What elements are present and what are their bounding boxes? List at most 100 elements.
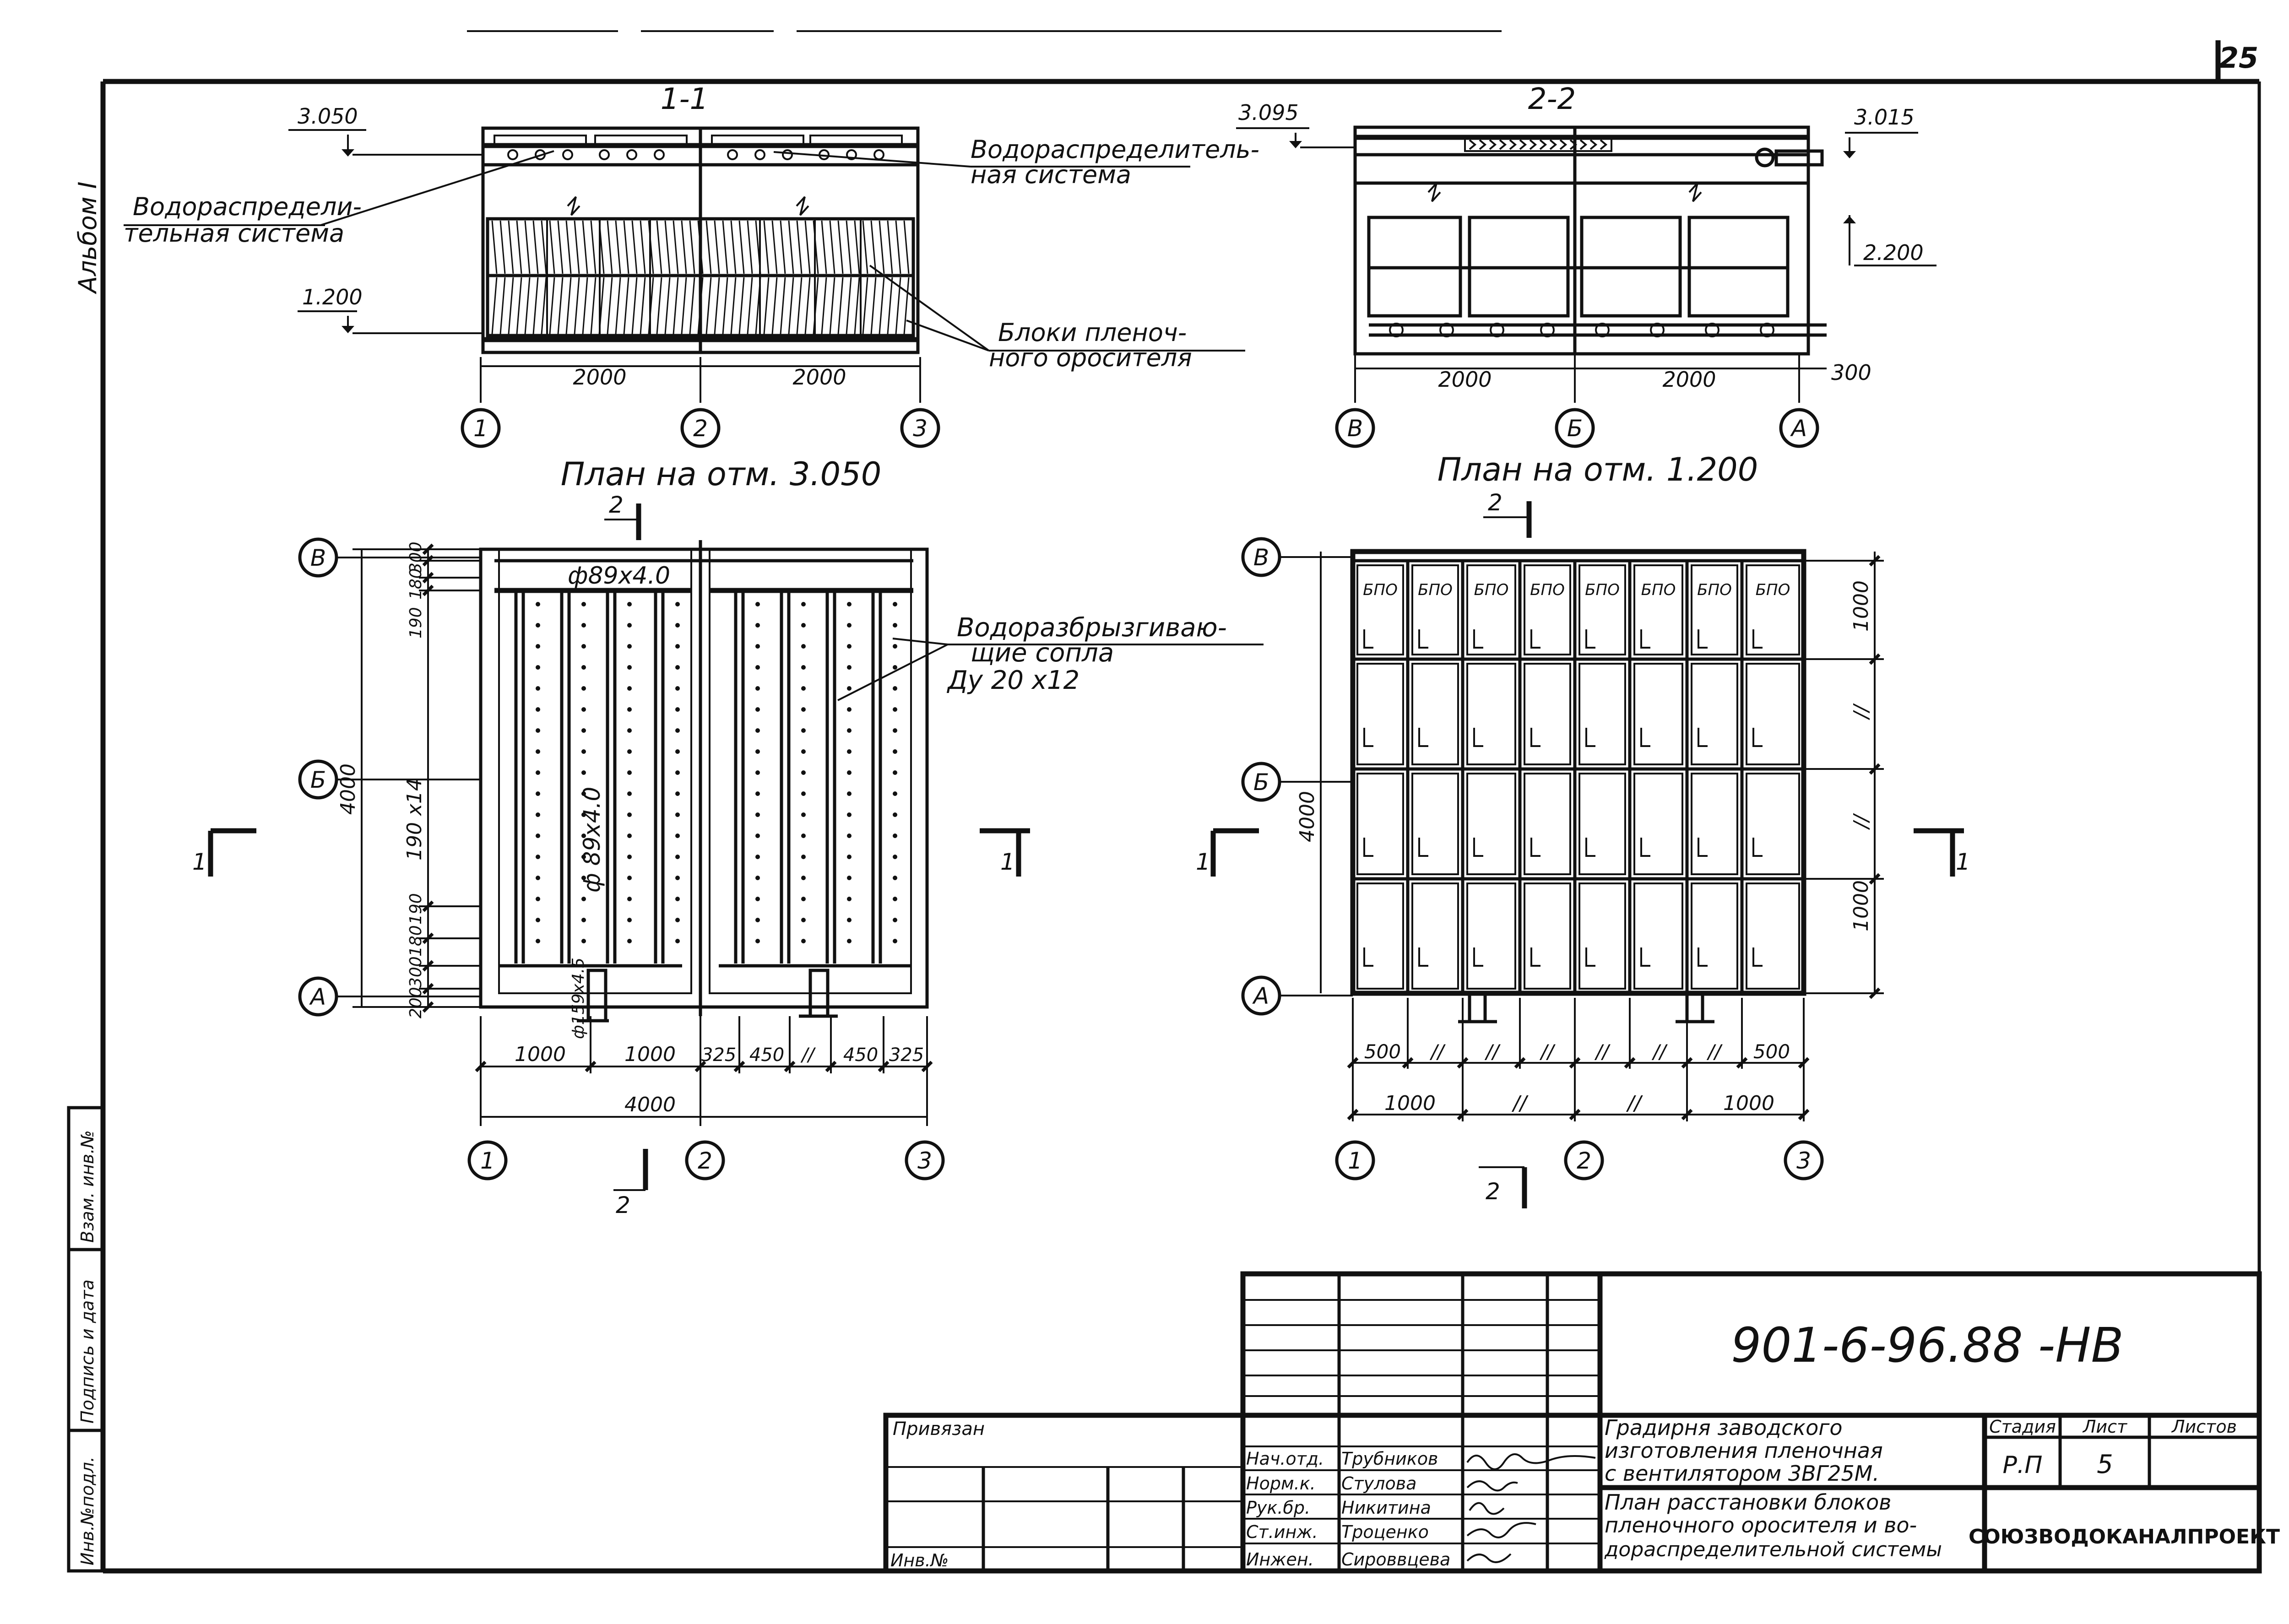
plan-1200-section-mark-top: 2 [1488, 489, 1502, 516]
film-block-hatch [887, 277, 893, 335]
film-block-hatch [541, 277, 547, 335]
block-mark [1640, 838, 1650, 857]
nozzle-dot [755, 770, 760, 775]
nozzle-dot [893, 939, 897, 943]
plan-1200-bottom-small-3: // [1484, 1040, 1501, 1063]
block-mark [1752, 629, 1763, 649]
plan-3050-left-dim-4: 190 х14 [403, 778, 426, 861]
dimension-slash [1347, 1109, 1359, 1121]
block-mark [1418, 629, 1428, 649]
nozzle-dot [847, 791, 852, 796]
nozzle-dot [893, 644, 897, 649]
nozzle-dot [801, 918, 806, 922]
s11-callout-dist-right-2: ная система [971, 160, 1131, 189]
nozzle-dot [893, 707, 897, 712]
block-mark [1698, 838, 1708, 857]
block-mark [1530, 947, 1540, 967]
nozzle-dot [847, 770, 852, 775]
film-block [1411, 882, 1459, 990]
nozzle-mark [562, 149, 573, 160]
nozzle-dot [847, 644, 852, 649]
nozzle-dot [755, 918, 760, 922]
film-block-hatch [705, 220, 712, 274]
nozzle-mark [754, 149, 765, 160]
film-block [1524, 663, 1571, 765]
film-block-hatch [590, 277, 597, 335]
s11-elev-top: 3.050 [298, 104, 358, 129]
tb-sheet-title-1: План расстановки блоков [1605, 1490, 1891, 1515]
plan-1200-bottom-large-3: // [1626, 1092, 1643, 1115]
nozzle-dot [675, 602, 680, 606]
nozzle-dot [627, 939, 632, 943]
dimension-slash [1869, 555, 1881, 567]
nozzle-mark [782, 149, 793, 160]
film-block [1356, 882, 1404, 990]
film-block-hatch [565, 277, 572, 335]
nozzle-dot [627, 855, 632, 859]
chevron-mark [1489, 139, 1497, 150]
nozzle-dot [755, 897, 760, 901]
dimension-slash [1569, 1057, 1581, 1069]
plan-3050-bottom-dim-3: 325 [701, 1045, 736, 1066]
plan-3050-left-dim-6: 180 [407, 925, 425, 957]
film-block-hatch [788, 220, 794, 274]
tb-name-4: Троценко [1341, 1522, 1429, 1542]
film-block [1578, 773, 1626, 875]
plan-1200-row-axis-2: Б [1253, 769, 1269, 796]
film-block [1524, 882, 1571, 990]
plan-1200-title: План на отм. 1.200 [1437, 451, 1758, 488]
nozzle-dot [581, 876, 586, 880]
s22-dim-300: 300 [1831, 360, 1871, 385]
dimension-slash [422, 932, 434, 944]
chevron-mark [1499, 139, 1507, 150]
film-block-hatch [640, 277, 646, 335]
film-block [1633, 882, 1683, 990]
plan-1200-left-total: 4000 [1296, 791, 1319, 842]
plan-1200-right-dim-3: // [1850, 813, 1873, 830]
film-block [1691, 663, 1738, 765]
film-block-hatch [887, 220, 893, 274]
nozzle-dot [893, 834, 897, 838]
tb-name-2: Стулова [1341, 1473, 1416, 1494]
block-mark [1585, 838, 1595, 857]
nozzle-dot [536, 644, 540, 649]
film-block-hatch [705, 277, 712, 335]
dimension-slash [1457, 1057, 1469, 1069]
block-mark [1363, 629, 1373, 649]
dimension-slash [422, 960, 434, 972]
nozzle-dot [581, 686, 586, 691]
block-mark [1418, 838, 1428, 857]
film-block-hatch [623, 277, 629, 335]
plan-3050-pipe-top: ф89х4.0 [568, 562, 670, 590]
nozzle-dot [675, 791, 680, 796]
film-block-hatch [879, 277, 885, 335]
film-block-hatch [673, 220, 679, 274]
film-block-hatch [788, 277, 794, 335]
film-block [1466, 773, 1516, 875]
film-block-hatch [524, 220, 531, 274]
plan-3050-col-axis-1: 1 [480, 1148, 495, 1174]
nozzle-dot [581, 855, 586, 859]
nozzle-mark [873, 149, 884, 160]
nozzle-dot [893, 728, 897, 733]
film-block [1746, 882, 1800, 990]
tb-header-stage: Стадия [1989, 1417, 2056, 1437]
plan-1200-right-dim-4: 1000 [1850, 880, 1873, 931]
plan-1200-right-dim-1: 1000 [1850, 580, 1873, 632]
block-mark [1473, 728, 1483, 747]
s22-elev-mid: 2.200 [1863, 240, 1924, 265]
nozzle-dot [675, 644, 680, 649]
film-block [1356, 773, 1404, 875]
film-block-hatch [771, 220, 778, 274]
film-block-hatch [722, 277, 728, 335]
nozzle-dot [627, 602, 632, 606]
film-block-hatch [854, 277, 860, 335]
nozzle-dot [801, 749, 806, 754]
nozzle-dot [755, 707, 760, 712]
nozzle-mark [1540, 323, 1555, 337]
chevron-mark [1589, 139, 1598, 150]
plan-3050-col-axis-3: 3 [917, 1148, 932, 1174]
nozzle-dot [627, 728, 632, 733]
dimension-slash [825, 1061, 837, 1072]
